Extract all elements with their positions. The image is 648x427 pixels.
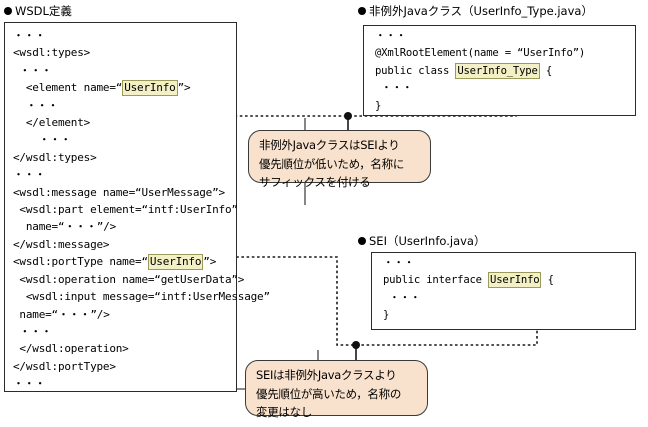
wsdl-line-18: </wsdl:operation> xyxy=(13,342,129,356)
wsdl-line-7: </wsdl:types> xyxy=(13,150,97,164)
java-class-line3-prefix: public class xyxy=(375,64,456,77)
java-class-line-5: } xyxy=(375,99,382,112)
wsdl-code-block: ・・・ <wsdl:types> ・・・ <element name=“User… xyxy=(13,27,270,393)
java-class-line-4: ・・・ xyxy=(375,82,413,95)
wire-lower-path xyxy=(205,256,538,346)
wsdl-element-suffix: ”> xyxy=(177,81,191,95)
junction-dot-lower xyxy=(352,341,360,349)
wsdl-line-20: ・・・ xyxy=(13,377,46,391)
bullet-icon xyxy=(358,7,366,15)
junction-dot-upper xyxy=(344,112,352,120)
highlight-porttype-userinfo: UserInfo xyxy=(147,254,204,271)
java-class-line3-suffix: { xyxy=(539,64,553,77)
wsdl-line-1: <wsdl:types> xyxy=(13,46,91,60)
java-class-line-2: @XmlRootElement(name = “UserInfo”) xyxy=(375,47,586,60)
heading-java-class: 非例外Javaクラス（UserInfo_Type.java） xyxy=(358,4,593,18)
wsdl-line-11: name=“・・・”/> xyxy=(13,220,117,234)
java-class-code-block: ・・・ @XmlRootElement(name = “UserInfo”) p… xyxy=(375,28,585,115)
java-class-line-3: public class UserInfo_Type { xyxy=(375,62,553,79)
wsdl-line-5: </element> xyxy=(13,116,91,130)
wsdl-line-2: ・・・ xyxy=(13,63,52,77)
sei-line2-suffix: { xyxy=(541,274,554,287)
wsdl-porttype-prefix: <wsdl:portType name=“ xyxy=(13,255,148,269)
heading-sei-label: SEI（UserInfo.java） xyxy=(369,234,486,248)
bullet-icon xyxy=(4,7,12,15)
sei-line-3: ・・・ xyxy=(383,291,421,304)
sei-line-1: ・・・ xyxy=(383,257,415,269)
highlight-userinfo-type: UserInfo_Type xyxy=(455,62,540,79)
bullet-icon xyxy=(358,237,366,245)
wsdl-line-19: </wsdl:portType> xyxy=(13,359,116,373)
wsdl-line-16: name=“・・・”/> xyxy=(13,307,110,321)
wsdl-line-10: <wsdl:part element=“intf:UserInfo” xyxy=(13,203,238,217)
wsdl-line-17: ・・・ xyxy=(13,324,52,338)
wsdl-line-12: </wsdl:message> xyxy=(13,237,110,251)
wsdl-line-0: ・・・ xyxy=(13,29,46,42)
wsdl-porttype-suffix: ”> xyxy=(203,255,217,269)
wsdl-element-prefix: <element name=“ xyxy=(13,81,123,95)
heading-java-class-label: 非例外Javaクラス（UserInfo_Type.java） xyxy=(369,4,593,18)
callout-sei-note: SEIは非例外Javaクラスより 優先順位が高いため，名称の 変更はなし xyxy=(245,360,428,419)
highlight-sei-userinfo: UserInfo xyxy=(488,272,542,289)
java-class-line-1: ・・・ xyxy=(375,30,407,42)
sei-line-2: public interface UserInfo { xyxy=(383,272,554,289)
heading-wsdl-label: WSDL定義 xyxy=(15,4,72,18)
wsdl-line-14: <wsdl:operation name=“getUserData”> xyxy=(13,272,245,286)
sei-line-4: } xyxy=(383,309,390,322)
callout-java-class-note: 非例外JavaクラスはSEIより 優先順位が低いため，名称に サフィックスを付け… xyxy=(248,130,431,189)
panel-sei xyxy=(371,252,636,330)
wsdl-line-6: ・・・ xyxy=(13,133,72,147)
heading-wsdl: WSDL定義 xyxy=(4,4,72,18)
wsdl-porttype-line: <wsdl:portType name=“UserInfo”> xyxy=(13,254,217,271)
sei-line2-prefix: public interface xyxy=(383,274,489,287)
wsdl-line-15: <wsdl:input message=“intf:UserMessage” xyxy=(13,290,270,304)
wsdl-line-4: ・・・ xyxy=(13,98,59,112)
highlight-element-userinfo: UserInfo xyxy=(122,80,178,97)
wsdl-element-line: <element name=“UserInfo”> xyxy=(13,80,191,97)
wsdl-line-8: ・・・ xyxy=(13,168,46,182)
heading-sei: SEI（UserInfo.java） xyxy=(358,234,485,248)
panel-wsdl xyxy=(4,22,237,392)
sei-code-block: ・・・ public interface UserInfo { ・・・ } xyxy=(383,255,554,325)
wsdl-line-9: <wsdl:message name=“UserMessage”> xyxy=(13,185,225,199)
